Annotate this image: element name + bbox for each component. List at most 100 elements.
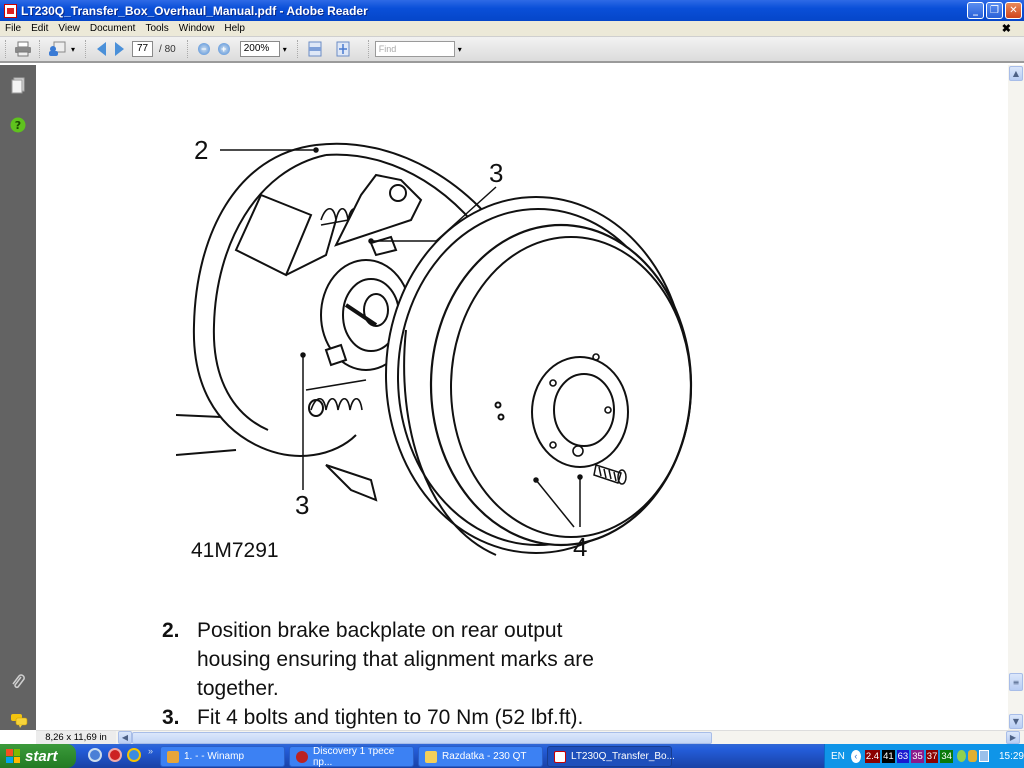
menu-window[interactable]: Window (178, 23, 215, 34)
tray-counter[interactable]: 34 (940, 749, 953, 763)
vertical-scroll-thumb[interactable]: ≡ (1009, 673, 1023, 691)
chevron-right-icon: ▶ (1009, 733, 1017, 742)
title-bar: LT230Q_Transfer_Box_Overhaul_Manual.pdf … (0, 0, 1024, 21)
tray-counter[interactable]: 63 (896, 749, 910, 763)
email-icon (49, 41, 66, 56)
zoom-level-input[interactable]: 200% (239, 41, 280, 57)
horizontal-scroll-thumb[interactable] (132, 732, 712, 744)
scroll-left-button[interactable]: ◀ (118, 731, 132, 744)
menu-help[interactable]: Help (224, 23, 245, 34)
print-button[interactable] (12, 39, 34, 59)
menu-document[interactable]: Document (89, 23, 136, 34)
tray-counter[interactable]: 35 (911, 749, 924, 763)
find-input[interactable]: Find (374, 41, 455, 57)
menu-bar: File Edit View Document Tools Window Hel… (0, 21, 1024, 37)
quicklaunch-desktop-icon[interactable] (88, 748, 102, 762)
fit-width-icon (308, 41, 322, 57)
step-number: 2. (162, 619, 180, 642)
task-label: LT230Q_Transfer_Bo... (571, 751, 675, 762)
fit-page-button[interactable] (332, 39, 354, 59)
task-winamp[interactable]: 1. - - Winamp (160, 746, 285, 767)
quicklaunch-more-icon[interactable]: » (148, 746, 154, 756)
step-text: Fit 4 bolts and tighten to 70 Nm (52 lbf… (197, 706, 584, 729)
zoom-in-icon: + (221, 43, 227, 54)
callout-4: 4 (573, 532, 588, 562)
tray-counter[interactable]: 41 (882, 749, 895, 763)
page-number-input[interactable]: 77 (132, 41, 154, 57)
toolbar-separator (296, 40, 299, 58)
toolbar-separator (39, 40, 41, 58)
adobe-reader-icon (4, 3, 17, 18)
zoom-out-icon: − (201, 43, 207, 54)
zoom-out-button[interactable]: − (197, 43, 210, 55)
pages-icon[interactable] (10, 77, 26, 94)
toolbar-grip[interactable] (5, 40, 7, 58)
system-tray: EN ‹ 2.4 41 63 35 37 34 15:29 (824, 744, 1024, 768)
tray-app-icon[interactable] (968, 750, 978, 762)
toolbar: ▾ 77 / 80 − + 200% ▾ Find ▾ (0, 37, 1024, 63)
menu-file[interactable]: File (5, 23, 22, 34)
window-title: LT230Q_Transfer_Box_Overhaul_Manual.pdf … (21, 3, 368, 18)
minimize-button[interactable]: _ (967, 2, 984, 19)
find-dropdown-icon[interactable]: ▾ (457, 44, 462, 54)
show-hidden-icons-button[interactable]: ‹ (850, 749, 861, 763)
comments-icon[interactable] (10, 713, 28, 729)
task-label: Razdatka - 230 QT (442, 751, 527, 762)
vertical-scrollbar[interactable]: ▲ ≡ ▼ (1008, 65, 1024, 730)
scroll-right-button[interactable]: ▶ (1006, 731, 1020, 744)
brake-assembly-illustration (176, 142, 693, 556)
step-text: together. (197, 677, 279, 700)
task-folder[interactable]: Razdatka - 230 QT (418, 746, 543, 767)
task-adobe-reader[interactable]: LT230Q_Transfer_Bo... (547, 746, 675, 767)
tray-counter[interactable]: 2.4 (864, 749, 881, 763)
winamp-icon (167, 750, 179, 763)
tray-counter[interactable]: 37 (925, 749, 939, 763)
page-size-label: 8,26 x 11,69 in (36, 731, 116, 745)
pdf-icon (554, 750, 566, 763)
messenger-icon[interactable] (956, 750, 967, 762)
clock[interactable]: 15:29 (998, 750, 1024, 762)
task-label: Discovery 1 тресе пр... (313, 745, 395, 768)
step-3: 3.Fit 4 bolts and tighten to 70 Nm (52 l… (162, 703, 583, 730)
taskbar: start » 1. - - Winamp Discovery 1 тресе … (0, 744, 1024, 768)
windows-logo-icon (6, 749, 20, 763)
attachment-icon[interactable] (10, 673, 26, 689)
chevron-left-icon: ◀ (121, 733, 129, 742)
opera-icon (296, 750, 308, 763)
horizontal-scrollbar[interactable]: 8,26 x 11,69 in ◀ ▶ (36, 730, 1024, 745)
chevron-up-icon: ▲ (1012, 69, 1020, 78)
scroll-down-button[interactable]: ▼ (1009, 714, 1023, 729)
close-button[interactable]: ✕ (1005, 2, 1022, 19)
language-indicator[interactable]: EN (831, 750, 845, 762)
menu-edit[interactable]: Edit (31, 23, 49, 34)
figure-id: 41M7291 (191, 539, 279, 562)
fit-page-icon (336, 41, 350, 57)
zoom-in-button[interactable]: + (217, 43, 230, 55)
close-document-button[interactable]: ✖ (1001, 23, 1011, 35)
help-icon[interactable]: ? (10, 117, 26, 133)
quicklaunch-opera-icon[interactable] (108, 748, 122, 762)
task-browser[interactable]: Discovery 1 тресе пр... (289, 745, 414, 768)
scroll-up-button[interactable]: ▲ (1009, 66, 1023, 81)
email-dropdown-icon[interactable]: ▾ (71, 44, 76, 54)
menu-view[interactable]: View (58, 23, 80, 34)
fit-width-button[interactable] (304, 39, 326, 59)
callout-2: 2 (194, 135, 209, 165)
menu-tools[interactable]: Tools (145, 23, 169, 34)
start-button[interactable]: start (0, 744, 76, 768)
previous-page-button[interactable] (92, 41, 110, 57)
network-icon[interactable] (979, 750, 989, 762)
document-view[interactable]: 2 3 3 4 41M7291 2.Position brake backpla… (36, 65, 1008, 730)
toolbar-separator (85, 40, 87, 58)
quicklaunch-ie-icon[interactable] (127, 748, 141, 762)
prev-page-icon (96, 42, 106, 56)
svg-text:?: ? (15, 119, 21, 132)
email-button[interactable] (46, 39, 68, 59)
zoom-dropdown-icon[interactable]: ▾ (282, 44, 287, 54)
next-page-button[interactable] (110, 41, 128, 57)
restore-button[interactable]: ❐ (986, 2, 1003, 19)
print-icon (15, 41, 31, 57)
start-label: start (25, 747, 58, 765)
step-text: housing ensuring that alignment marks ar… (197, 648, 594, 671)
callout-3-bottom: 3 (295, 490, 310, 520)
